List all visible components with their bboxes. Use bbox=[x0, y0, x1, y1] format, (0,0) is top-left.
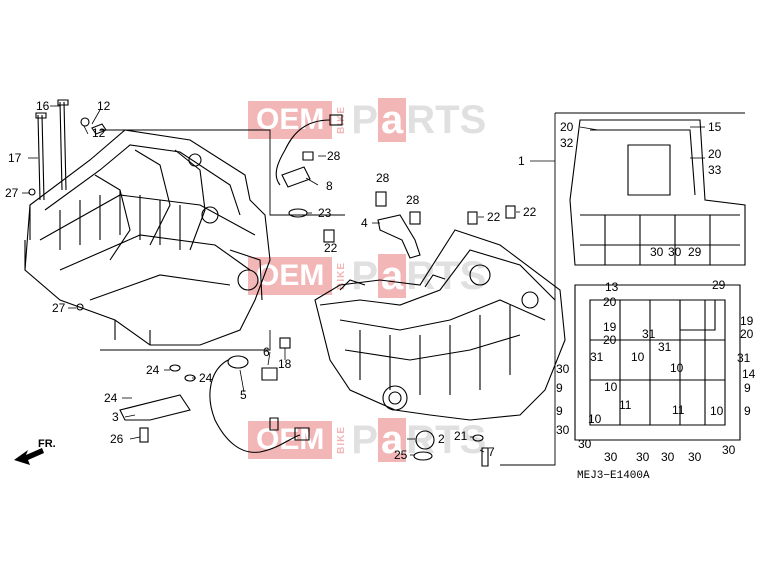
callout-12: 12 bbox=[97, 99, 111, 113]
callout-22: 22 bbox=[324, 241, 338, 255]
callout-19: 19 bbox=[603, 320, 617, 334]
callout-24: 24 bbox=[104, 391, 118, 405]
callout-31: 31 bbox=[658, 340, 672, 354]
callout-23: 23 bbox=[318, 206, 332, 220]
callout-27: 27 bbox=[5, 186, 19, 200]
callout-30: 30 bbox=[604, 450, 618, 464]
callout-11: 11 bbox=[619, 398, 632, 412]
callout-28: 28 bbox=[376, 171, 390, 185]
callout-5: 5 bbox=[240, 388, 247, 402]
callout-30: 30 bbox=[650, 245, 664, 259]
callout-24: 24 bbox=[146, 363, 160, 377]
callout-20: 20 bbox=[603, 295, 617, 309]
callout-26: 26 bbox=[110, 432, 124, 446]
callout-31: 31 bbox=[590, 350, 604, 364]
direction-label: FR. bbox=[38, 438, 56, 450]
callout-31: 31 bbox=[642, 327, 656, 341]
callout-17: 17 bbox=[8, 151, 22, 165]
callout-19: 19 bbox=[740, 314, 754, 328]
callout-21: 21 bbox=[454, 429, 468, 443]
leader-lines bbox=[22, 105, 705, 456]
callout-29: 29 bbox=[688, 245, 702, 259]
callout-30: 30 bbox=[661, 450, 675, 464]
callout-16: 16 bbox=[36, 99, 50, 113]
watermark-parts: PaRTS bbox=[351, 418, 487, 462]
callout-28: 28 bbox=[327, 149, 341, 163]
callout-9: 9 bbox=[556, 404, 563, 418]
gasket-plate-drawing bbox=[569, 119, 746, 266]
watermark-middle: OEM BIKE PaRTS bbox=[248, 254, 487, 298]
callout-6: 6 bbox=[263, 345, 270, 359]
callout-22: 22 bbox=[523, 205, 537, 219]
watermark-top: OEM BIKE PaRTS bbox=[248, 98, 487, 142]
callout-11: 11 bbox=[672, 403, 685, 417]
switch-wire-drawing bbox=[209, 355, 310, 453]
callout-30: 30 bbox=[668, 245, 682, 259]
callout-10: 10 bbox=[588, 412, 602, 426]
callout-20: 20 bbox=[740, 327, 754, 341]
callout-3: 3 bbox=[112, 410, 119, 424]
callout-10: 10 bbox=[710, 404, 724, 418]
callout-9: 9 bbox=[744, 404, 751, 418]
callout-20: 20 bbox=[560, 120, 574, 134]
callout-30: 30 bbox=[688, 450, 702, 464]
callout-18: 18 bbox=[278, 357, 292, 371]
callout-9: 9 bbox=[556, 381, 563, 395]
callout-31: 31 bbox=[737, 351, 751, 365]
upper-crankcase-drawing bbox=[24, 129, 271, 346]
callout-30: 30 bbox=[556, 423, 570, 437]
callout-1: 1 bbox=[518, 154, 525, 168]
watermark-parts: PaRTS bbox=[351, 98, 487, 142]
diagram-code: MEJ3−E1400A bbox=[577, 470, 650, 482]
bracket-drawing bbox=[375, 191, 516, 259]
callout-14: 14 bbox=[742, 367, 756, 381]
grouping-frames bbox=[100, 112, 745, 466]
callout-2: 2 bbox=[438, 432, 445, 446]
crankcase-plate-drawing bbox=[574, 284, 741, 441]
callout-20: 20 bbox=[603, 333, 617, 347]
watermark-oem: OEM bbox=[248, 101, 333, 139]
callout-30: 30 bbox=[556, 362, 570, 376]
lower-crankcase-drawing bbox=[314, 229, 566, 467]
callout-32: 32 bbox=[560, 136, 574, 150]
callout-30: 30 bbox=[636, 450, 650, 464]
callout-7: 7 bbox=[488, 445, 495, 459]
callout-4: 4 bbox=[361, 216, 368, 230]
watermark-parts: PaRTS bbox=[351, 254, 487, 298]
callout-10: 10 bbox=[631, 350, 645, 364]
callout-8: 8 bbox=[326, 179, 333, 193]
callout-10: 10 bbox=[604, 380, 618, 394]
callout-13: 13 bbox=[605, 280, 619, 294]
callout-25: 25 bbox=[394, 448, 408, 462]
callout-10: 10 bbox=[670, 361, 684, 375]
callout-30: 30 bbox=[578, 437, 592, 451]
callout-9: 9 bbox=[744, 381, 751, 395]
callout-33: 33 bbox=[708, 163, 722, 177]
front-direction-arrow: FR. bbox=[14, 438, 56, 465]
callout-29: 29 bbox=[712, 278, 726, 292]
callout-24: 24 bbox=[199, 371, 213, 385]
callout-20: 20 bbox=[708, 147, 722, 161]
stud-bolts-drawing bbox=[28, 99, 107, 311]
callout-22: 22 bbox=[487, 210, 501, 224]
callout-30: 30 bbox=[722, 443, 736, 457]
callout-15: 15 bbox=[708, 120, 722, 134]
sensor-wire-drawing bbox=[275, 114, 343, 243]
callout-12: 12 bbox=[92, 126, 106, 140]
watermark-oem: OEM bbox=[248, 257, 333, 295]
callout-27: 27 bbox=[52, 301, 66, 315]
center-bolts-drawing bbox=[119, 337, 291, 443]
callout-28: 28 bbox=[406, 193, 420, 207]
